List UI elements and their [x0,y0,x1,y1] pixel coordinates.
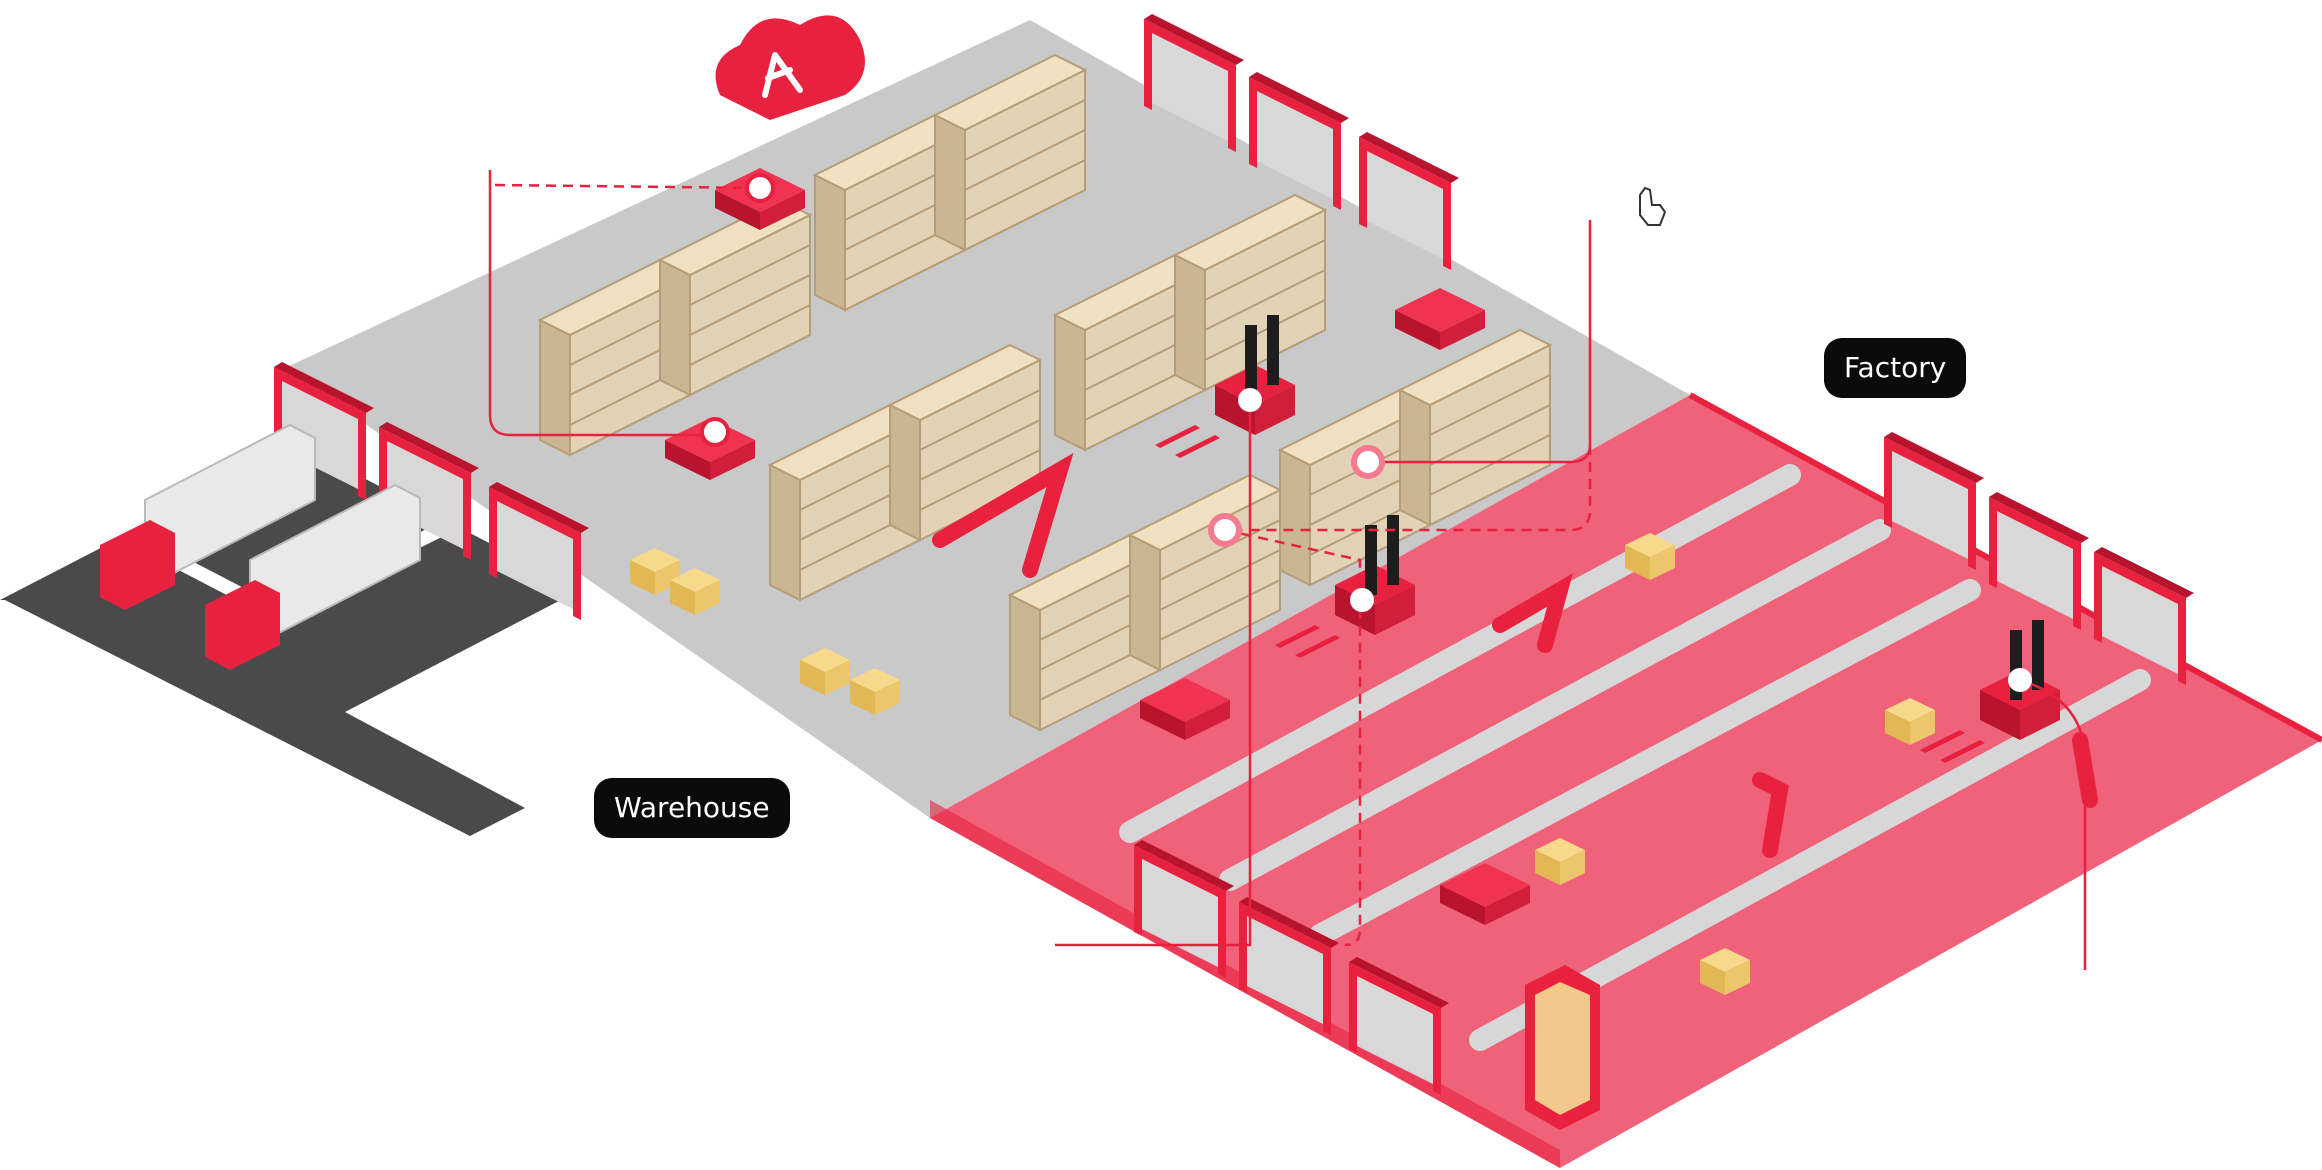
truck [205,483,421,670]
cloud-logo-icon [715,15,865,121]
storage-tower [1525,965,1600,1130]
factory-label: Factory [1824,338,1967,398]
robotic-arm [932,452,2098,858]
truck [100,423,316,610]
hand-pointer-icon [1639,186,1667,226]
network-connection-lines [488,170,2087,970]
warehouse-label: Warehouse [594,778,790,838]
connection-node-icon [700,173,2032,692]
